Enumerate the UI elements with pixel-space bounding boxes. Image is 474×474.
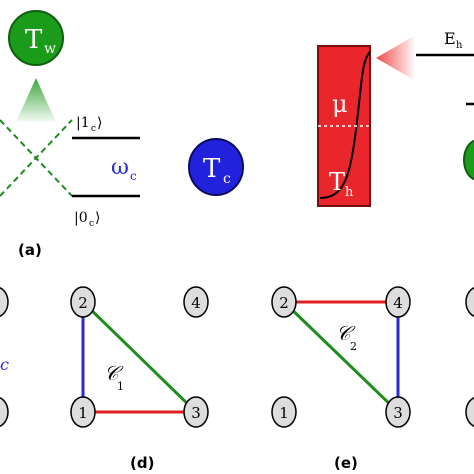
warm-coupling-arrow bbox=[16, 78, 56, 122]
svg-text:E: E bbox=[444, 29, 456, 48]
cold-bath: T c bbox=[188, 138, 244, 196]
svg-text:4: 4 bbox=[393, 294, 403, 312]
svg-text:T: T bbox=[329, 168, 345, 196]
svg-text:2: 2 bbox=[350, 340, 357, 353]
svg-text:h: h bbox=[456, 40, 463, 51]
fermi-distribution-curve bbox=[319, 51, 371, 199]
node-4: 4 bbox=[183, 286, 209, 318]
node-4: 4 bbox=[385, 286, 411, 318]
panel-e: 2 4 1 3 𝒞 2 (e) bbox=[271, 286, 411, 472]
svg-text:3: 3 bbox=[393, 404, 403, 422]
partial-label: c bbox=[0, 355, 9, 374]
node-2: 2 bbox=[271, 286, 297, 318]
svg-text:4: 4 bbox=[191, 294, 201, 312]
svg-text:1: 1 bbox=[78, 404, 88, 422]
panel-d: 2 4 1 3 𝒞 1 (d) bbox=[70, 286, 209, 472]
node-1: 1 bbox=[70, 396, 96, 428]
mu-label: μ bbox=[332, 90, 348, 118]
svg-text:2: 2 bbox=[78, 294, 88, 312]
node-2: 2 bbox=[70, 286, 96, 318]
svg-text:1: 1 bbox=[279, 404, 289, 422]
lower-level-label: |0 c ⟩ bbox=[74, 210, 100, 229]
warm-bath-symbol: T bbox=[25, 25, 43, 55]
energy-label: E h bbox=[444, 29, 463, 51]
partial-bath-circle bbox=[463, 139, 474, 181]
svg-text:c: c bbox=[91, 124, 96, 134]
cold-bath-subscript: c bbox=[223, 171, 231, 187]
panel-b: μ T h E h bbox=[317, 29, 474, 207]
svg-text:⟩: ⟩ bbox=[97, 115, 102, 131]
panel-a-label: (a) bbox=[18, 241, 42, 259]
cold-bath-symbol: T bbox=[203, 154, 221, 184]
frequency-label: ω c bbox=[111, 155, 137, 183]
node-3: 3 bbox=[183, 396, 209, 428]
svg-text:|1: |1 bbox=[76, 115, 90, 131]
partial-node bbox=[0, 287, 9, 317]
svg-text:c: c bbox=[89, 219, 94, 229]
hot-coupling-arrow bbox=[376, 36, 414, 80]
svg-text:ω: ω bbox=[111, 155, 129, 180]
node-1: 1 bbox=[271, 396, 297, 428]
svg-text:1: 1 bbox=[117, 380, 124, 393]
partial-node-right bbox=[465, 397, 474, 427]
edge-2-3 bbox=[282, 300, 400, 414]
panel-e-label: (e) bbox=[334, 454, 358, 472]
svg-text:c: c bbox=[130, 169, 137, 183]
panel-a: T w |1 c ⟩ |0 c ⟩ ω c T bbox=[0, 10, 368, 259]
svg-text:⟩: ⟩ bbox=[95, 210, 100, 226]
hot-temperature-label: T h bbox=[329, 168, 354, 200]
warm-bath-subscript: w bbox=[44, 41, 56, 57]
edge-2-3 bbox=[81, 300, 198, 414]
dashed-line-up bbox=[0, 119, 73, 197]
svg-text:|0: |0 bbox=[74, 210, 88, 226]
warm-bath: T w bbox=[8, 10, 64, 66]
panel-d-label: (d) bbox=[130, 454, 154, 472]
svg-text:3: 3 bbox=[191, 404, 201, 422]
partial-node-right bbox=[465, 287, 474, 317]
node-3: 3 bbox=[385, 396, 411, 428]
partial-node bbox=[0, 397, 9, 427]
cycle-label: 𝒞 1 bbox=[104, 361, 124, 393]
panel-c-partial: c bbox=[0, 287, 9, 427]
svg-text:2: 2 bbox=[279, 294, 289, 312]
upper-level-label: |1 c ⟩ bbox=[76, 115, 102, 134]
cycle-label: 𝒞 2 bbox=[336, 321, 357, 353]
svg-text:h: h bbox=[345, 185, 354, 200]
